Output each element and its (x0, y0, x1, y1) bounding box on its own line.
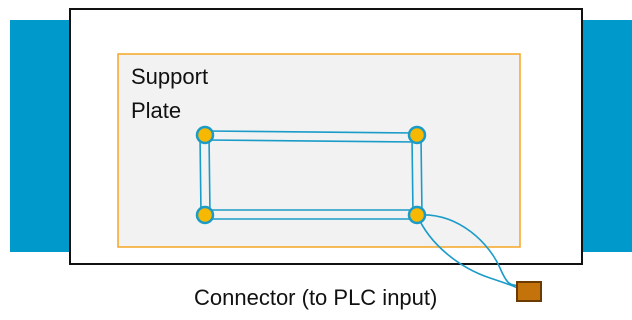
wire-left-a (199, 134, 202, 216)
terminals (195, 125, 427, 225)
connector-leads (416, 214, 521, 290)
wire-right-b (420, 136, 423, 216)
left-side-bar (10, 20, 72, 252)
wire-left-b (208, 134, 211, 216)
support-plate-label-line-2: Plate (131, 98, 182, 123)
right-side-bar (580, 20, 632, 252)
connector-label: Connector (to PLC input) (194, 285, 438, 310)
support-plate (117, 53, 521, 248)
connector-lead-2 (416, 214, 521, 288)
terminal-top-right (407, 125, 427, 145)
terminal-top-left (195, 125, 215, 145)
connector-block (516, 281, 542, 302)
terminal-bottom-left (195, 205, 215, 225)
sensor-wire-loop (199, 130, 423, 220)
terminal-bottom-right (407, 205, 427, 225)
wire-top-a (204, 130, 418, 134)
support-plate-label-line-1: Support (131, 64, 209, 89)
wire-top-b (204, 139, 418, 143)
wire-right-a (411, 136, 414, 216)
connector-lead-1 (416, 214, 521, 290)
